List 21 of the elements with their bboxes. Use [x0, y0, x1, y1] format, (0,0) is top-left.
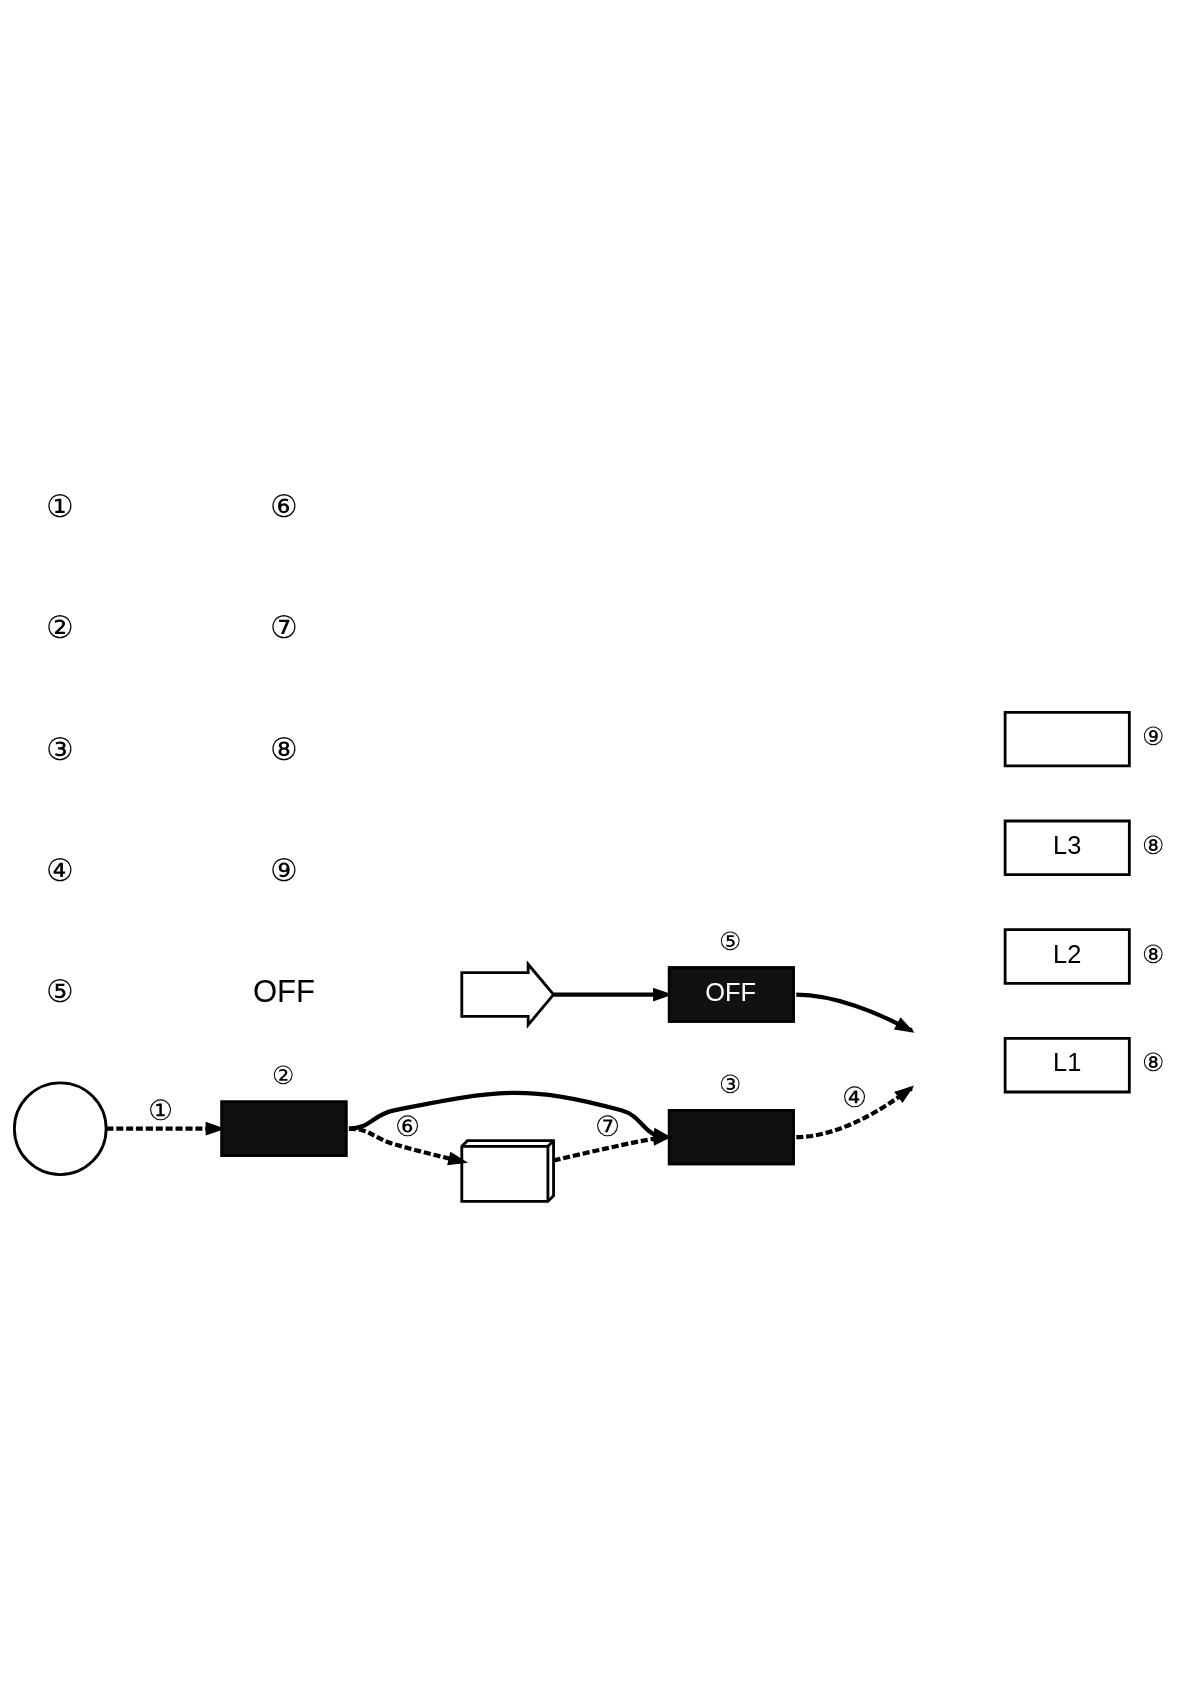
- label: ⑥: [269, 488, 298, 524]
- label: ③: [46, 731, 75, 767]
- node-label: ②: [271, 1060, 294, 1089]
- label: OFF: [252, 973, 316, 1009]
- edge-label: ④: [842, 1080, 868, 1113]
- node-label: ⑨: [1142, 721, 1165, 750]
- label: ②: [46, 609, 75, 645]
- label: ④: [46, 852, 75, 888]
- node-label: ③: [719, 1069, 742, 1098]
- label: ⑦: [269, 609, 298, 645]
- edge-label: ⑦: [595, 1109, 621, 1142]
- label: ⑧: [269, 731, 298, 767]
- edge-label: ①: [147, 1093, 173, 1126]
- node-label: ⑧: [1142, 939, 1165, 968]
- label: ⑤: [46, 973, 75, 1009]
- label: ⑨: [269, 852, 298, 888]
- edge-label: ⑥: [394, 1109, 420, 1142]
- node-label: ⑧: [1142, 830, 1165, 859]
- node-label: ⑧: [1142, 1047, 1165, 1076]
- node-label: ⑤: [719, 926, 742, 955]
- label: ①: [46, 488, 75, 524]
